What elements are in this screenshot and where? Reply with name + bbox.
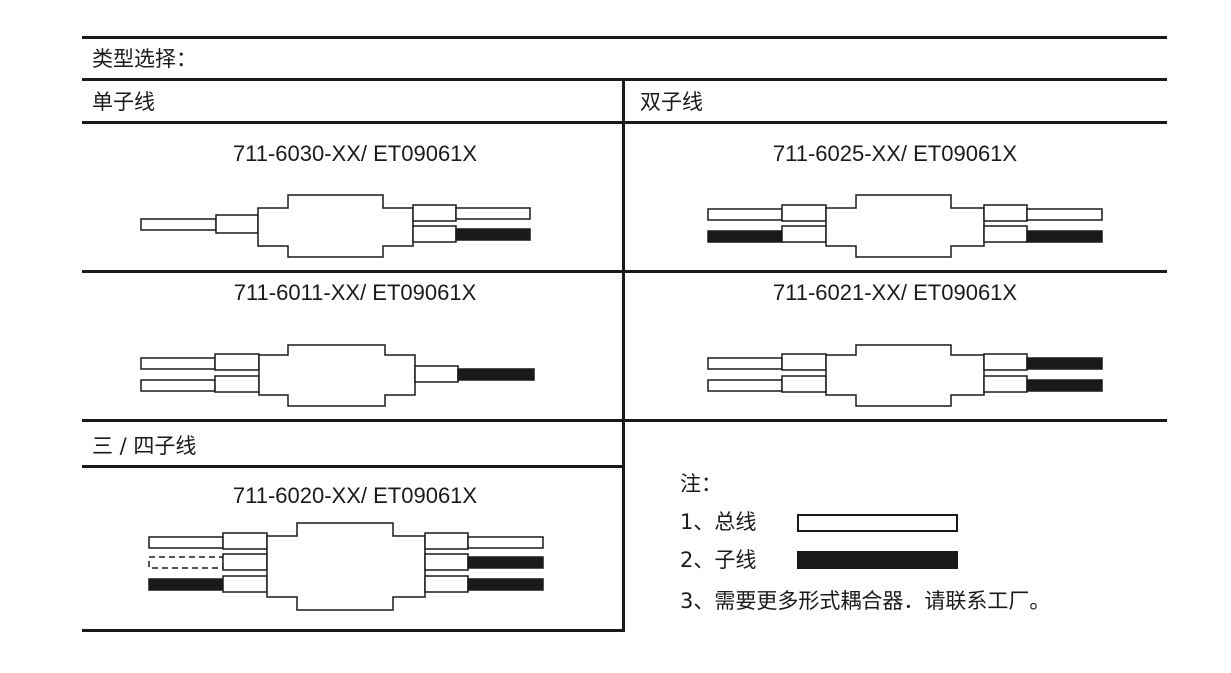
cable-sleeve bbox=[222, 575, 268, 593]
cable-sleeve bbox=[781, 225, 827, 243]
coupler-body bbox=[257, 194, 414, 258]
bus-cable bbox=[140, 357, 216, 370]
bus-cable bbox=[148, 536, 224, 549]
coupler-diagram-6030 bbox=[140, 194, 531, 258]
cable-sleeve bbox=[412, 204, 457, 222]
bus-cable bbox=[1026, 208, 1103, 221]
cable-sleeve bbox=[424, 575, 469, 593]
cable-sleeve bbox=[215, 214, 259, 234]
bus-cable bbox=[707, 208, 783, 221]
drop-cable bbox=[455, 228, 531, 241]
bus-cable bbox=[707, 379, 783, 392]
cable-sleeve bbox=[412, 225, 457, 243]
cable-sleeve bbox=[424, 532, 469, 550]
coupler-diagram-6025 bbox=[707, 194, 1103, 258]
model-label-6030: 711-6030-XX/ ET09061X bbox=[232, 141, 478, 166]
title-row-border bbox=[82, 78, 1167, 81]
bus-cable bbox=[455, 207, 531, 220]
cable-sleeve bbox=[214, 353, 260, 371]
section-multi: 三 / 四子线 bbox=[92, 434, 197, 458]
multi-header-border bbox=[82, 465, 625, 468]
note-more-types: 3、需要更多形式耦合器．请联系工厂。 bbox=[680, 589, 1051, 613]
model-label-6025: 711-6025-XX/ ET09061X bbox=[772, 141, 1018, 166]
drop-cable bbox=[1026, 379, 1103, 392]
bus-cable bbox=[140, 218, 217, 231]
coupler-diagram-6020 bbox=[148, 522, 544, 611]
section-single: 单子线 bbox=[92, 90, 155, 114]
model-label-6021: 711-6021-XX/ ET09061X bbox=[772, 280, 1018, 305]
coupler-body bbox=[258, 344, 416, 407]
cable-sleeve bbox=[983, 225, 1028, 243]
drop-cable bbox=[457, 368, 535, 381]
coupler-body bbox=[825, 344, 985, 407]
cable-sleeve bbox=[222, 532, 268, 550]
section-double: 双子线 bbox=[640, 90, 703, 114]
model-label-6011: 711-6011-XX/ ET09061X bbox=[233, 280, 477, 305]
drop-cable bbox=[707, 230, 783, 243]
drop-cable bbox=[467, 556, 544, 569]
cable-sleeve bbox=[781, 353, 827, 371]
coupler-body bbox=[825, 194, 985, 258]
coupler-body bbox=[266, 522, 426, 611]
optional-bus-cable bbox=[148, 556, 224, 569]
note-drop: 2、子线 bbox=[680, 548, 757, 572]
bus-legend-swatch bbox=[797, 514, 958, 532]
drop-cable bbox=[1026, 357, 1103, 370]
note-bus: 1、总线 bbox=[680, 510, 757, 534]
drop-cable bbox=[467, 578, 544, 591]
drop-cable bbox=[148, 578, 224, 591]
cable-sleeve bbox=[222, 553, 268, 571]
column-divider bbox=[622, 80, 625, 632]
notes-heading: 注： bbox=[680, 472, 722, 496]
cable-sleeve bbox=[781, 204, 827, 222]
cable-sleeve bbox=[983, 204, 1028, 222]
drop-legend-swatch bbox=[797, 551, 958, 569]
cable-sleeve bbox=[214, 375, 260, 393]
table-top-border bbox=[82, 36, 1167, 39]
coupler-diagram-6021 bbox=[707, 344, 1103, 407]
model-label-6020: 711-6020-XX/ ET09061X bbox=[232, 483, 478, 508]
page-title: 类型选择： bbox=[92, 47, 197, 71]
bus-cable bbox=[140, 379, 216, 392]
cable-sleeve bbox=[781, 375, 827, 393]
cable-sleeve bbox=[424, 553, 469, 571]
bus-cable bbox=[467, 536, 544, 549]
cable-sleeve bbox=[983, 375, 1028, 393]
drop-cable bbox=[1026, 230, 1103, 243]
coupler-diagram-6011 bbox=[140, 344, 535, 407]
cable-sleeve bbox=[983, 353, 1028, 371]
bus-cable bbox=[707, 357, 783, 370]
cable-sleeve bbox=[414, 365, 459, 383]
table-bottom-border bbox=[82, 629, 625, 632]
